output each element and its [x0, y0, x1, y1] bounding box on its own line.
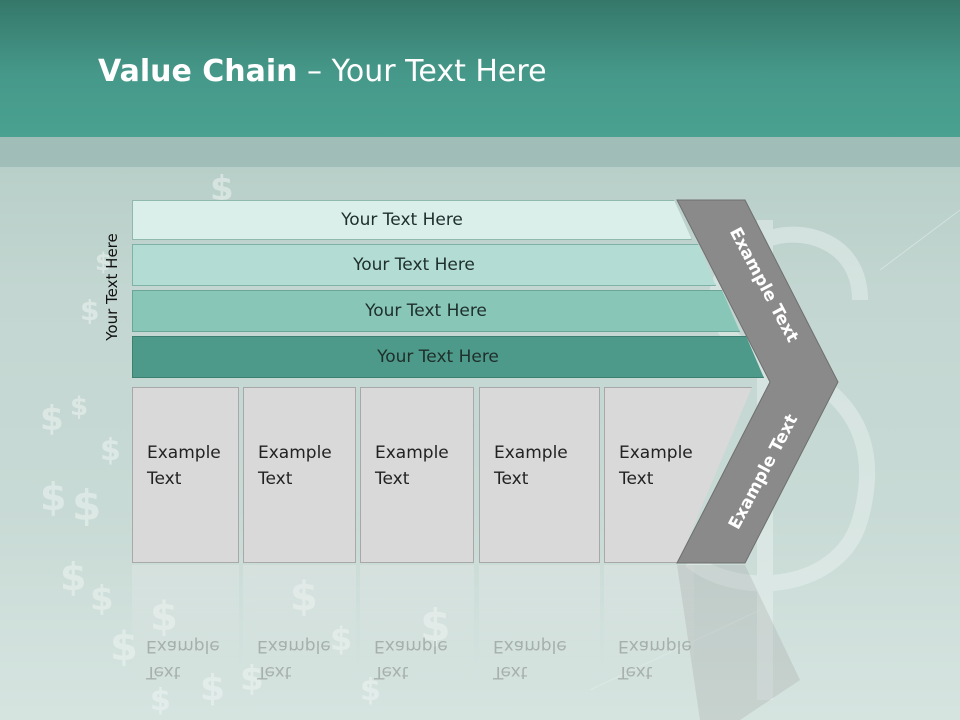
header-subband: [0, 137, 960, 167]
svg-text:$: $: [330, 620, 352, 658]
svg-text:$: $: [40, 475, 66, 519]
bar-2-label: Your Text Here: [353, 255, 475, 275]
bar-1-label: Your Text Here: [341, 210, 463, 230]
svg-text:$: $: [100, 433, 121, 468]
svg-text:$: $: [60, 555, 86, 599]
svg-text:$: $: [80, 294, 99, 327]
svg-text:$: $: [240, 659, 264, 699]
chevron-reflection: [677, 565, 800, 720]
svg-text:$: $: [110, 624, 138, 670]
header-band: [0, 0, 960, 137]
bar-3-label: Your Text Here: [365, 301, 487, 321]
svg-text:$: $: [70, 392, 88, 422]
bar-4: Your Text Here: [132, 336, 764, 378]
svg-text:$: $: [210, 169, 234, 209]
chevron-shape: [676, 199, 839, 564]
svg-text:$: $: [200, 668, 225, 709]
bar-2: Your Text Here: [132, 244, 716, 286]
svg-text:$: $: [72, 481, 101, 530]
svg-text:$: $: [40, 399, 64, 439]
svg-text:$: $: [150, 594, 178, 640]
svg-text:$: $: [360, 673, 381, 708]
bar-4-label: Your Text Here: [377, 347, 499, 367]
svg-text:$: $: [90, 579, 114, 619]
svg-text:$: $: [150, 683, 171, 718]
bar-3: Your Text Here: [132, 290, 740, 332]
svg-text:$: $: [420, 600, 451, 651]
page-title: Value Chain – Your Text Here: [98, 54, 547, 89]
svg-text:$: $: [95, 248, 112, 276]
bar-1: Your Text Here: [132, 200, 692, 240]
svg-text:$: $: [290, 574, 318, 620]
